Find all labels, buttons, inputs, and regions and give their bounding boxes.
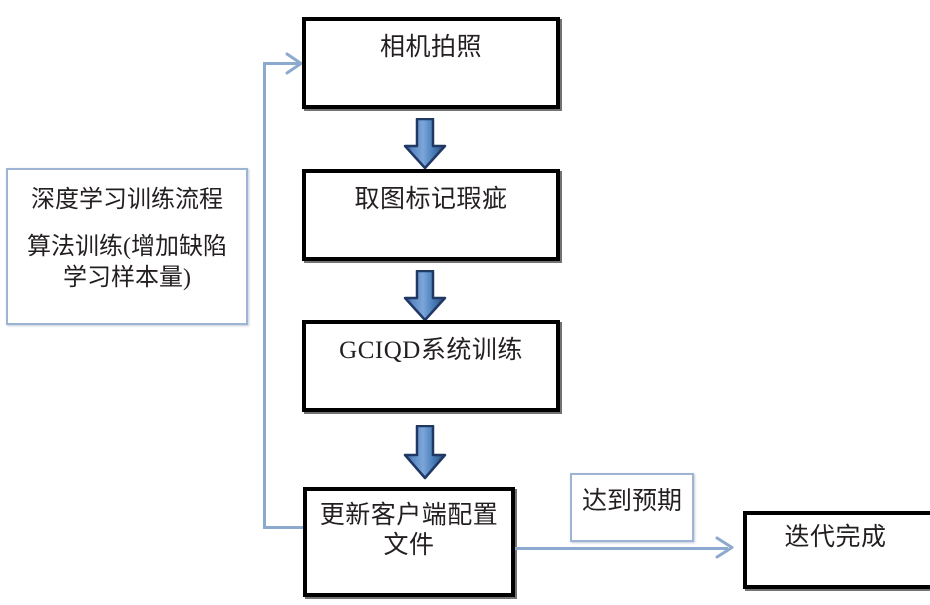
block-arrow-mark-to-training [403,270,447,322]
panel-body-text: 算法训练(增加缺陷 学习样本量) [27,234,227,292]
feedback-connector-bottom-segment [263,526,305,529]
node-iteration-done-label: 迭代完成 [784,524,887,551]
node-mark-defects-label: 取图标记瑕疵 [354,186,508,213]
node-gciqd-training-label: GCIQD系统训练 [339,337,523,364]
block-arrow-training-to-update [403,425,447,480]
node-camera-capture-label: 相机拍照 [379,34,482,61]
feedback-connector-top-segment [263,62,299,65]
node-mark-defects[interactable]: 取图标记瑕疵 [302,169,560,261]
panel-title-text: 深度学习训练流程 [31,187,223,213]
edge-label-meets-expectation-text: 达到预期 [581,488,682,515]
node-update-client-config-label: 更新客户端配置 文件 [319,502,499,559]
node-gciqd-training[interactable]: GCIQD系统训练 [302,320,560,412]
feedback-connector-arrowhead-icon [285,52,303,75]
update-to-done-arrowhead-icon [715,536,734,559]
node-camera-capture[interactable]: 相机拍照 [302,17,560,109]
feedback-connector-vertical-segment [263,62,266,529]
deep-learning-training-panel: 深度学习训练流程 算法训练(增加缺陷 学习样本量) [6,168,248,325]
node-iteration-done[interactable]: 迭代完成 [743,511,930,589]
block-arrow-capture-to-mark [403,118,447,170]
update-to-done-connector-line [515,547,728,550]
edge-label-meets-expectation: 达到预期 [570,473,694,542]
node-update-client-config[interactable]: 更新客户端配置 文件 [303,487,515,597]
